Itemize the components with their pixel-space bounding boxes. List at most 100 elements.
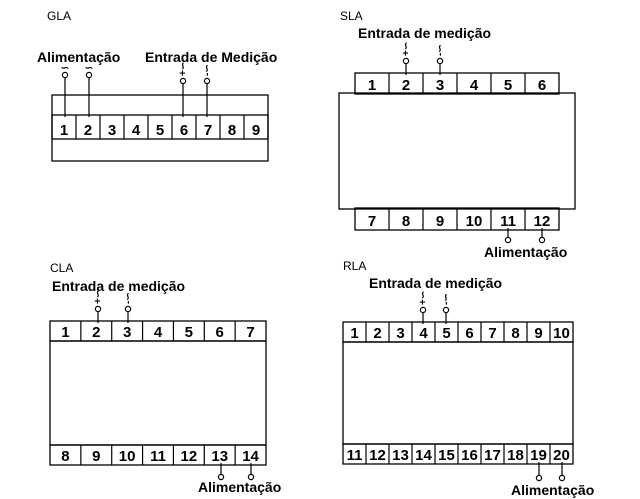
rla-top-terminal-8: 8 xyxy=(511,325,519,342)
sla-top-terminal-6: 6 xyxy=(538,77,546,94)
sla-input-label: Entrada de medição xyxy=(358,25,491,41)
gla-input-pin-plus xyxy=(179,77,187,85)
cla-top-terminal-2: 2 xyxy=(92,324,100,341)
cla-device-body xyxy=(49,340,267,446)
rla-input-minus-symbol: -∽ xyxy=(441,293,452,305)
rla-power-pin-1 xyxy=(535,474,543,482)
gla-terminal-1: 1 xyxy=(60,122,68,139)
rla-input-label: Entrada de medição xyxy=(369,275,502,291)
rla-bottom-terminal-11: 11 xyxy=(347,447,363,464)
sla-input-pin-plus xyxy=(402,57,410,65)
rla-device-body xyxy=(342,341,574,445)
gla-terminal-7: 7 xyxy=(204,122,212,139)
sla-input-pin-minus xyxy=(436,57,444,65)
rla-power-label: Alimentação xyxy=(511,482,594,498)
gla-power-symbol-2: ∽ xyxy=(85,63,93,74)
rla-bottom-terminal-16: 16 xyxy=(461,447,478,464)
gla-terminal-strip xyxy=(51,114,269,140)
rla-bottom-terminal-20: 20 xyxy=(553,447,570,464)
rla-top-terminal-7: 7 xyxy=(488,325,496,342)
cla-input-pin-plus xyxy=(94,305,102,313)
gla-power-label: Alimentação xyxy=(37,49,120,65)
rla-top-terminal-6: 6 xyxy=(465,325,473,342)
cla-top-terminal-3: 3 xyxy=(123,324,131,341)
rla-bottom-terminal-14: 14 xyxy=(415,447,432,464)
rla-bottom-terminal-18: 18 xyxy=(507,447,524,464)
gla-terminal-8: 8 xyxy=(228,122,236,139)
sla-top-terminal-5: 5 xyxy=(504,77,512,94)
rla-bottom-terminal-15: 15 xyxy=(438,447,455,464)
rla-top-terminal-2: 2 xyxy=(373,325,381,342)
cla-bottom-terminal-10: 10 xyxy=(119,448,136,465)
rla-bottom-terminal-12: 12 xyxy=(369,447,386,464)
cla-bottom-terminal-8: 8 xyxy=(61,448,69,465)
cla-bottom-terminals: 8 9 10 11 12 13 14 xyxy=(61,445,260,465)
rla-top-terminal-9: 9 xyxy=(534,325,542,342)
cla-top-terminal-1: 1 xyxy=(61,324,69,341)
gla-terminal-3: 3 xyxy=(108,122,116,139)
cla-input-plus-symbol: +∽ xyxy=(93,290,104,304)
gla-terminal-9: 9 xyxy=(252,122,260,139)
sla-title: SLA xyxy=(340,9,363,23)
rla-top-terminal-1: 1 xyxy=(350,325,358,342)
rla-power-pin-2 xyxy=(558,474,566,482)
cla-bottom-terminal-12: 12 xyxy=(181,448,198,465)
sla-power-pin-2 xyxy=(538,236,546,244)
cla-top-terminal-4: 4 xyxy=(154,324,163,341)
sla-power-pin-1 xyxy=(504,236,512,244)
cla-power-label: Alimentação xyxy=(198,479,281,495)
cla-top-terminal-7: 7 xyxy=(246,324,254,341)
cla-bottom-terminal-14: 14 xyxy=(242,448,259,465)
sla-bottom-terminal-12: 12 xyxy=(534,213,551,230)
gla-terminal-2: 2 xyxy=(84,122,92,139)
cla-bottom-terminal-strip xyxy=(49,444,267,466)
rla-input-pin-minus xyxy=(442,306,450,314)
cla-bottom-terminal-9: 9 xyxy=(92,448,100,465)
cla-input-pin-minus xyxy=(124,305,132,313)
sla-top-terminal-3: 3 xyxy=(436,77,444,94)
gla-power-symbol-1: ∽ xyxy=(61,63,69,74)
sla-bottom-terminal-7: 7 xyxy=(368,213,376,230)
gla-terminal-5: 5 xyxy=(156,122,164,139)
cla-bottom-terminal-11: 11 xyxy=(150,448,166,465)
sla-top-terminal-2: 2 xyxy=(402,77,410,94)
sla-top-terminal-4: 4 xyxy=(470,77,479,94)
rla-top-terminal-10: 10 xyxy=(553,325,570,342)
rla-top-terminal-4: 4 xyxy=(419,325,428,342)
cla-power-pin-2 xyxy=(247,473,255,481)
sla-top-terminal-1: 1 xyxy=(368,77,376,94)
cla-input-label: Entrada de medição xyxy=(52,278,185,294)
sla-top-terminals: 1 2 3 4 5 6 xyxy=(368,73,546,94)
rla-bottom-terminal-13: 13 xyxy=(392,447,409,464)
cla-top-terminal-5: 5 xyxy=(185,324,193,341)
rla-input-pin-plus xyxy=(419,306,427,314)
gla-title: GLA xyxy=(47,9,71,23)
sla-input-plus-symbol: +∽ xyxy=(401,42,412,56)
sla-bottom-terminal-10: 10 xyxy=(466,213,483,230)
gla-power-pin-2 xyxy=(85,71,93,79)
rla-title: RLA xyxy=(343,259,366,273)
sla-device-body xyxy=(338,92,576,210)
rla-top-terminal-3: 3 xyxy=(396,325,404,342)
gla-input-plus-symbol: +∽ xyxy=(178,62,189,76)
cla-bottom-terminal-13: 13 xyxy=(211,448,228,465)
sla-power-label: Alimentação xyxy=(484,244,567,260)
sla-bottom-terminal-8: 8 xyxy=(402,213,410,230)
gla-input-label: Entrada de Medição xyxy=(145,49,277,65)
gla-terminal-4: 4 xyxy=(132,122,141,139)
rla-top-terminal-5: 5 xyxy=(442,325,450,342)
sla-bottom-terminal-9: 9 xyxy=(436,213,444,230)
gla-terminal-6: 6 xyxy=(180,122,188,139)
cla-input-minus-symbol: -∽ xyxy=(123,292,134,304)
cla-power-pin-1 xyxy=(217,473,225,481)
cla-title: CLA xyxy=(50,261,73,275)
sla-input-minus-symbol: -∽ xyxy=(435,44,446,56)
